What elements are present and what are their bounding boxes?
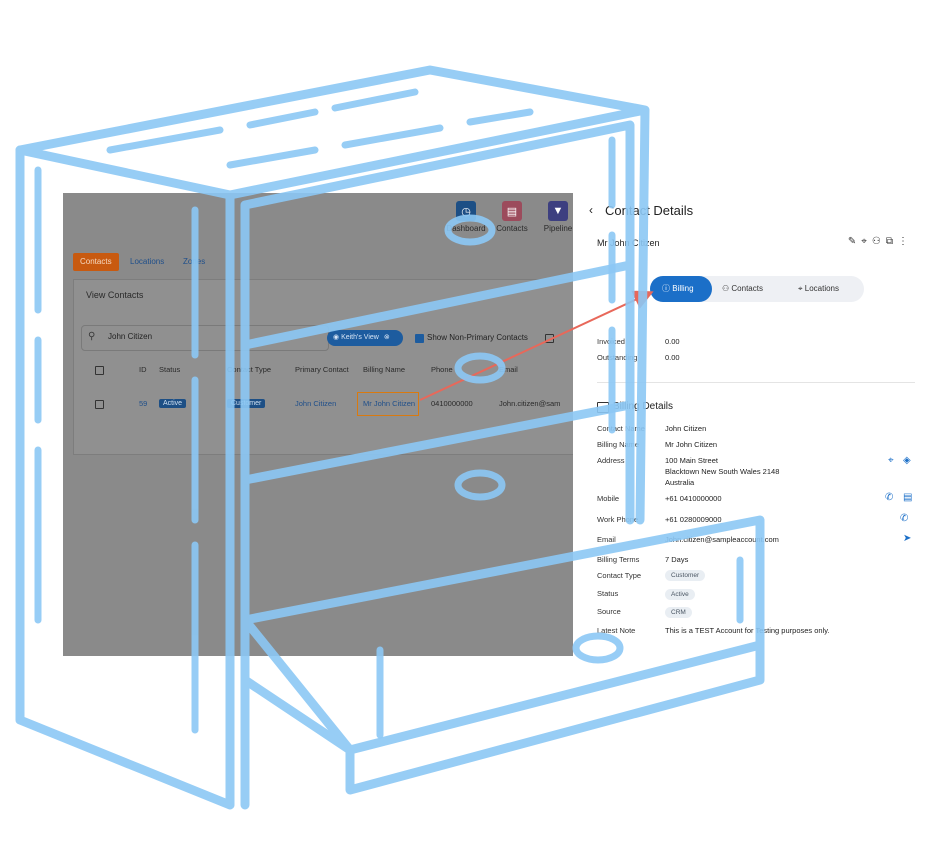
row-phone: 0410000000: [431, 399, 473, 408]
more-vert-icon[interactable]: ⋮: [898, 236, 913, 247]
people-icon: ⚇: [722, 284, 730, 293]
col-id[interactable]: ID: [139, 365, 147, 374]
latest-note-label: Latest Note: [597, 626, 636, 635]
open-external-icon[interactable]: ⧉: [885, 236, 898, 247]
contact-type-tag: Customer: [665, 570, 706, 581]
panel-title: Contact Details: [605, 203, 694, 218]
contact-name-value: John Citizen: [665, 424, 707, 433]
address-line1: 100 Main Street: [665, 456, 718, 465]
col-email[interactable]: Email: [499, 365, 518, 374]
billing-terms-label: Billing Terms: [597, 555, 640, 564]
contact-type-label: Contact Type: [597, 571, 642, 580]
saved-view-chip[interactable]: ◉ Keith's View ⊗: [327, 330, 403, 346]
row-primary-contact[interactable]: John Citizen: [295, 399, 337, 408]
location-pin-icon[interactable]: ⌖: [861, 236, 872, 247]
billing-terms-value: 7 Days: [665, 555, 689, 564]
outstanding-value: 0.00: [665, 353, 680, 362]
mobile-value: +61 0410000000: [665, 494, 722, 503]
info-icon: ⓘ: [662, 284, 670, 293]
tab-locations[interactable]: Locations: [130, 257, 165, 266]
email-label: Email: [597, 535, 616, 544]
sms-icon[interactable]: ▤: [903, 492, 913, 503]
divider: [597, 382, 915, 383]
col-phone[interactable]: Phone: [431, 365, 453, 374]
view-contacts-title: View Contacts: [86, 290, 144, 300]
call-work-icon[interactable]: ✆: [900, 513, 909, 524]
search-input[interactable]: ⚲ John Citizen ✕: [81, 325, 336, 351]
billing-name-value: Mr John Citizen: [665, 440, 718, 449]
edit-icon[interactable]: ✎: [847, 236, 862, 247]
billing-details-title: Billing Details: [613, 401, 674, 412]
search-value: John Citizen: [108, 332, 153, 341]
email-value: John.citizen@sampleaccount.com: [665, 535, 779, 544]
contact-type-badge: Customer: [227, 399, 266, 408]
work-phone-value: +61 0280009000: [665, 515, 722, 524]
status-badge: Active: [159, 399, 187, 408]
invoiced-label: Invoiced: [597, 337, 625, 346]
row-checkbox[interactable]: [95, 400, 104, 409]
status-tag: Active: [665, 589, 695, 600]
eye-icon: ◉: [333, 334, 340, 341]
latest-note-value: This is a TEST Account for Testing purpo…: [665, 626, 830, 635]
detail-tabs: ⓘ Billing ⚇ Contacts ⌖ Locations: [650, 276, 864, 302]
map-pin-icon[interactable]: ⌖: [888, 455, 894, 466]
contact-details-panel: ‹ Contact Details Mr John Citizen ✎⌖⚇⧉⋮ …: [573, 193, 933, 656]
tab-billing[interactable]: ⓘ Billing: [650, 276, 712, 302]
top-nav: ◷ Dashboard ▤ Contacts ▼ Pipeline: [63, 193, 573, 239]
send-icon[interactable]: ➤: [903, 533, 912, 544]
contacts-icon: ▤: [502, 201, 522, 221]
billing-card-icon: [597, 402, 609, 413]
show-non-primary-checkbox[interactable]: [415, 334, 424, 343]
pin-icon: ⌖: [798, 284, 803, 293]
contact-name-label: Contact Name: [597, 424, 645, 433]
invoiced-value: 0.00: [665, 337, 680, 346]
tab-zones[interactable]: Zones: [183, 257, 206, 266]
mobile-label: Mobile: [597, 494, 620, 503]
outstanding-label: Outstanding: [597, 353, 638, 362]
col-status[interactable]: Status: [159, 365, 181, 374]
source-label: Source: [597, 607, 621, 616]
tab-locations-detail[interactable]: ⌖ Locations: [798, 284, 839, 293]
status-label: Status: [597, 589, 619, 598]
add-person-icon[interactable]: ⚇: [871, 236, 886, 247]
tab-contacts[interactable]: Contacts: [73, 253, 119, 271]
contacts-app-screenshot: ◷ Dashboard ▤ Contacts ▼ Pipeline Contac…: [63, 193, 573, 656]
col-contact-type[interactable]: Contact Type: [227, 365, 272, 374]
search-icon: ⚲: [88, 331, 96, 342]
show-non-primary-label: Show Non-Primary Contacts: [427, 333, 528, 342]
filter-icon: ▼: [548, 201, 568, 221]
tab-contacts-detail[interactable]: ⚇ Contacts: [722, 284, 763, 293]
select-all-checkbox[interactable]: [95, 366, 104, 375]
row-email[interactable]: John.citizen@sam: [499, 399, 561, 408]
col-billing-name[interactable]: Billing Name: [363, 365, 406, 374]
billing-name-highlight: [357, 392, 419, 416]
remove-view-icon[interactable]: ⊗: [383, 334, 390, 341]
dashboard-icon: ◷: [456, 201, 476, 221]
address-line3: Australia: [665, 478, 695, 487]
address-label: Address: [597, 456, 625, 465]
panel-actions: ✎⌖⚇⧉⋮: [848, 236, 913, 247]
col-primary-contact[interactable]: Primary Contact: [295, 365, 349, 374]
work-phone-label: Work Phone: [597, 515, 639, 524]
row-id[interactable]: 59: [139, 399, 148, 408]
address-line2: Blacktown New South Wales 2148: [665, 467, 780, 476]
extra-checkbox[interactable]: [545, 334, 554, 343]
nav-pipeline[interactable]: ▼ Pipeline: [528, 201, 573, 233]
directions-icon[interactable]: ◈: [903, 455, 911, 466]
source-tag: CRM: [665, 607, 692, 618]
contact-name-heading: Mr John Citizen: [597, 238, 660, 248]
billing-name-label: Billing Name: [597, 440, 640, 449]
call-icon[interactable]: ✆: [885, 492, 894, 503]
back-chevron-icon[interactable]: ‹: [589, 203, 593, 217]
